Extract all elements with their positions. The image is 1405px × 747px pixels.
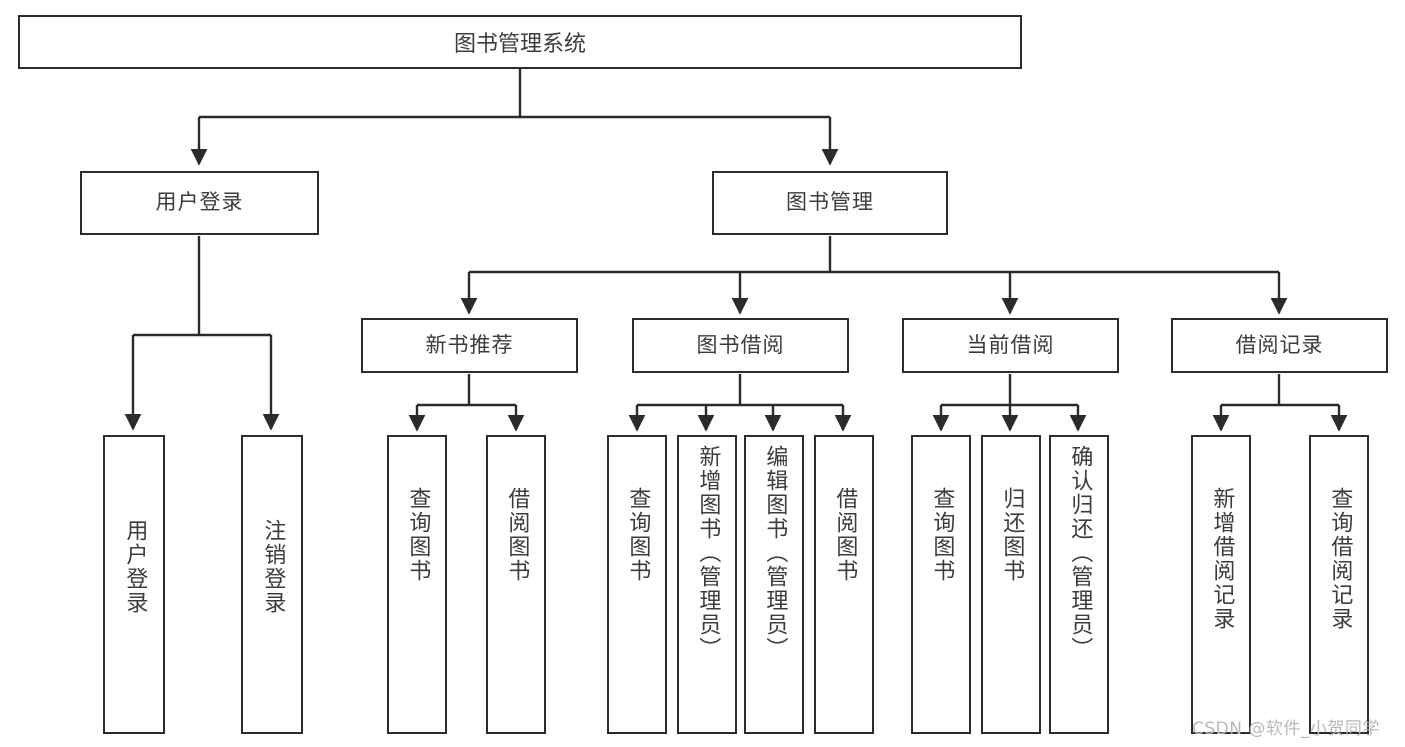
node-new-book-recommend-label: 新书推荐 [425, 332, 514, 357]
node-leaf-user-login-label: 用户登录 [122, 519, 148, 615]
node-leaf-query-book-borrow[interactable]: 查询图书 [607, 435, 667, 734]
node-leaf-edit-book-admin[interactable]: 编辑图书（管理员） [744, 435, 804, 734]
node-user-login[interactable]: 用户登录 [80, 171, 319, 235]
node-user-login-label: 用户登录 [155, 190, 244, 215]
node-leaf-user-login[interactable]: 用户登录 [103, 435, 165, 734]
node-leaf-query-book-new-label: 查询图书 [405, 487, 431, 583]
node-leaf-logout-label: 注销登录 [260, 519, 286, 615]
node-leaf-borrow-book-new[interactable]: 借阅图书 [486, 435, 546, 734]
node-leaf-logout[interactable]: 注销登录 [241, 435, 303, 734]
node-current-borrow-label: 当前借阅 [966, 332, 1055, 357]
node-book-manage[interactable]: 图书管理 [712, 171, 948, 235]
node-book-borrow[interactable]: 图书借阅 [632, 318, 849, 373]
node-root-label: 图书管理系统 [453, 32, 586, 57]
node-leaf-add-book-admin[interactable]: 新增图书（管理员） [677, 435, 737, 734]
node-leaf-borrow-book-label: 借阅图书 [832, 487, 858, 583]
node-leaf-add-borrow-record-label: 新增借阅记录 [1209, 487, 1235, 631]
node-borrow-record[interactable]: 借阅记录 [1171, 318, 1388, 373]
node-leaf-query-book-borrow-label: 查询图书 [625, 487, 651, 583]
node-book-borrow-label: 图书借阅 [696, 332, 785, 357]
node-leaf-query-book-current-label: 查询图书 [929, 487, 955, 583]
node-leaf-return-book[interactable]: 归还图书 [981, 435, 1041, 734]
node-new-book-recommend[interactable]: 新书推荐 [361, 318, 578, 373]
node-leaf-query-book-current[interactable]: 查询图书 [911, 435, 971, 734]
node-leaf-confirm-return-admin-label: 确认归还（管理员） [1067, 445, 1093, 661]
node-leaf-borrow-book[interactable]: 借阅图书 [814, 435, 874, 734]
node-leaf-add-book-admin-label: 新增图书（管理员） [695, 445, 721, 661]
node-leaf-add-borrow-record[interactable]: 新增借阅记录 [1191, 435, 1251, 734]
node-leaf-query-borrow-record-label: 查询借阅记录 [1327, 487, 1353, 631]
node-root[interactable]: 图书管理系统 [18, 15, 1022, 69]
node-leaf-edit-book-admin-label: 编辑图书（管理员） [762, 445, 788, 661]
node-leaf-query-book-new[interactable]: 查询图书 [387, 435, 447, 734]
node-book-manage-label: 图书管理 [786, 190, 874, 215]
watermark: CSDN @软件_小贺同学 [1192, 719, 1380, 739]
node-leaf-query-borrow-record[interactable]: 查询借阅记录 [1309, 435, 1369, 734]
node-leaf-borrow-book-new-label: 借阅图书 [504, 487, 530, 583]
node-borrow-record-label: 借阅记录 [1235, 332, 1324, 357]
node-current-borrow[interactable]: 当前借阅 [902, 318, 1119, 373]
node-leaf-return-book-label: 归还图书 [999, 487, 1025, 583]
node-leaf-confirm-return-admin[interactable]: 确认归还（管理员） [1049, 435, 1109, 734]
